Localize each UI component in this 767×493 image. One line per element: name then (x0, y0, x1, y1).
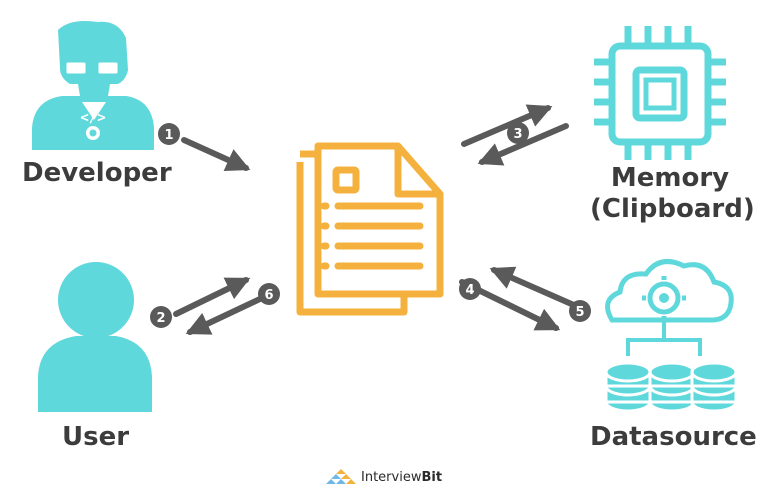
svg-text:2: 2 (156, 311, 165, 326)
memory-label-line-2: (Clipboard) (590, 194, 755, 225)
user-icon (38, 262, 152, 412)
arrow-developer-to-doc (181, 137, 251, 172)
step-badge-2: 2 (150, 306, 172, 328)
chip-icon (594, 26, 726, 160)
svg-text:1: 1 (164, 128, 173, 143)
document-icon (296, 142, 444, 316)
arrow-datasource-to-doc (489, 266, 579, 309)
developer-icon: </> (32, 21, 154, 150)
svg-text:4: 4 (465, 283, 474, 298)
memory-label: Memory (Clipboard) (590, 163, 755, 225)
brand-logo: InterviewBit (322, 466, 442, 488)
svg-text:3: 3 (513, 127, 522, 142)
arrow-user-to-doc (173, 277, 251, 317)
arrow-doc-to-user (185, 295, 265, 335)
memory-label-line-1: Memory (610, 163, 730, 193)
svg-text:6: 6 (264, 288, 273, 303)
interviewbit-logo-icon (326, 469, 356, 484)
step-badge-5: 5 (569, 300, 591, 322)
brand-name: InterviewBit (361, 470, 442, 485)
brand-suffix: Bit (421, 469, 443, 485)
arrows (173, 104, 579, 335)
datasource-label: Datasource (590, 422, 757, 452)
svg-text:5: 5 (575, 305, 584, 320)
developer-label: Developer (22, 158, 172, 188)
step-badge-3: 3 (507, 122, 529, 144)
brand-prefix: Interview (361, 469, 422, 485)
arrow-doc-to-memory (461, 104, 553, 147)
step-badge-1: 1 (158, 123, 180, 145)
arrow-memory-to-doc (477, 123, 569, 166)
step-badge-4: 4 (459, 278, 481, 300)
user-label: User (62, 422, 130, 452)
step-badge-6: 6 (258, 283, 280, 305)
datasource-icon (604, 259, 738, 413)
svg-text:</>: </> (80, 110, 105, 126)
